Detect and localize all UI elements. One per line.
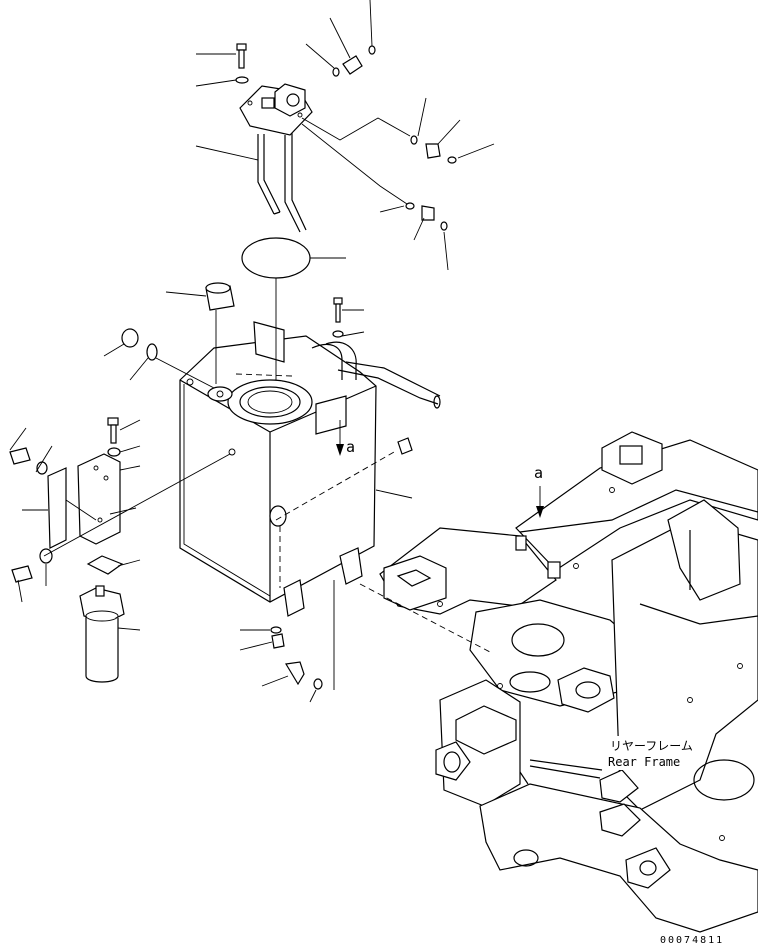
view-arrow-a-label: a (346, 438, 355, 456)
rear-frame-label-en: Rear Frame (608, 755, 680, 769)
washer-top (235, 76, 249, 84)
gasket-ring (241, 237, 311, 279)
connector-right-1 (410, 135, 457, 164)
rear-frame-label-jp: リヤーフレーム (610, 739, 693, 753)
filter-assembly (9, 417, 231, 683)
tank-to-frame-line (359, 583, 491, 653)
bolt-top (236, 43, 247, 69)
view-arrow-a-frame-label: a (534, 464, 543, 482)
elbow-fitting-top (332, 45, 376, 77)
leader-lines-mid (103, 291, 413, 703)
figure-code: 00074811 (660, 935, 724, 946)
view-arrow-a-frame: a (534, 464, 544, 518)
hidden-lines (235, 373, 395, 588)
connector-right-2 (405, 202, 448, 231)
leader-lines-top (195, 0, 495, 271)
rear-frame-callout: リヤーフレーム Rear Frame (604, 736, 696, 770)
hydraulic-tank (121, 278, 441, 690)
view-arrow-a-tank: a (336, 420, 355, 456)
sender-plate-assembly (235, 43, 411, 233)
leader-lines-filter (9, 419, 141, 631)
rear-frame (379, 431, 758, 933)
